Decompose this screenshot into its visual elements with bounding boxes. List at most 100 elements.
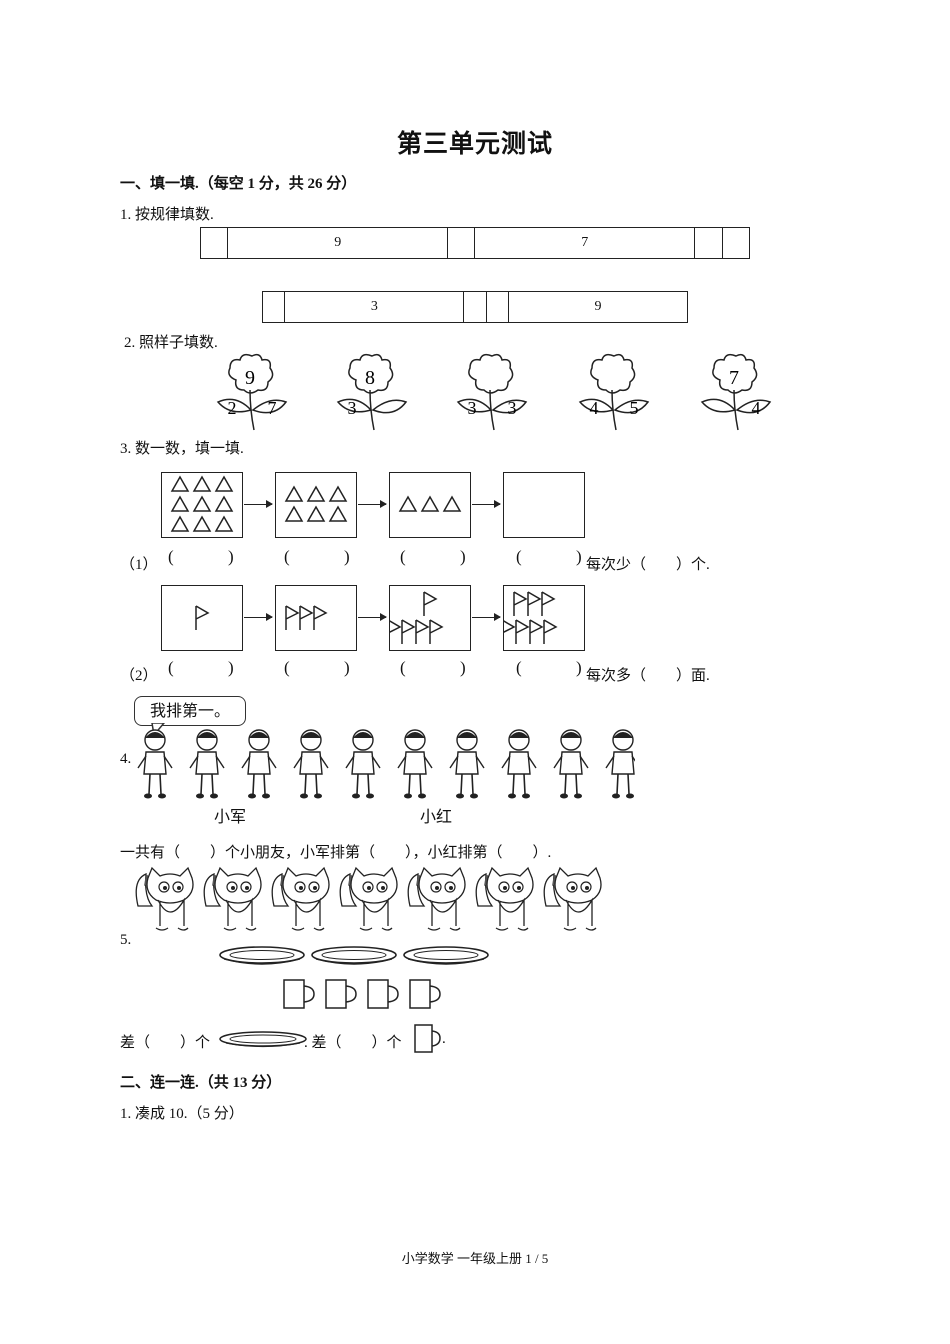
child-figure xyxy=(449,729,485,799)
plate-icon xyxy=(403,946,489,965)
q3-part1-label: （1） xyxy=(120,557,158,573)
triangle-icon xyxy=(306,505,326,522)
flower-right-number: 7 xyxy=(268,398,277,418)
cup-icon xyxy=(325,979,357,1009)
seq2-cell: 3 xyxy=(284,291,465,323)
triangle-icon xyxy=(170,515,190,532)
flower-top-number: 9 xyxy=(245,367,255,389)
name-xiaohong: 小红 xyxy=(420,807,453,826)
seq1-cell: 9 xyxy=(227,227,449,259)
child-figure xyxy=(501,729,537,799)
flag-icon xyxy=(313,605,328,630)
triangle-box-2 xyxy=(275,472,357,538)
section-1-heading: 一、填一填.（每空 1 分，共 26 分） xyxy=(120,176,357,192)
answer-paren-close: ) xyxy=(228,658,234,677)
triangle-icon xyxy=(284,505,304,522)
seq1-cell[interactable] xyxy=(721,227,750,259)
answer-paren-close: ) xyxy=(344,547,350,566)
answer-paren-open: ( xyxy=(284,658,290,677)
triangle-icon xyxy=(214,495,234,512)
answer-paren-open: ( xyxy=(516,547,522,566)
sequence-row-1: 9 7 xyxy=(199,227,750,259)
triangle-box-3 xyxy=(389,472,471,538)
seq1-cell[interactable] xyxy=(199,227,229,259)
arrow-icon xyxy=(244,500,273,508)
q4-label: 4. xyxy=(120,751,132,767)
section-2-heading: 二、连一连.（共 13 分） xyxy=(120,1075,282,1091)
plate-icon xyxy=(219,946,305,965)
q5-sentence-b: . 差（ ）个 xyxy=(304,1035,402,1051)
flag-icon xyxy=(299,605,314,630)
fox-icon xyxy=(407,866,466,931)
child-figure xyxy=(137,729,173,799)
flower-left-number: 4 xyxy=(590,398,599,418)
triangle-icon xyxy=(192,515,212,532)
fox-icon xyxy=(339,866,398,931)
flag-icon xyxy=(515,619,530,644)
triangle-icon xyxy=(420,495,440,512)
child-figure xyxy=(241,729,277,799)
child-figure xyxy=(189,729,225,799)
seq1-cell[interactable] xyxy=(694,227,723,259)
answer-paren-close: ) xyxy=(344,658,350,677)
flag-box-3 xyxy=(387,585,471,651)
arrow-icon xyxy=(358,500,387,508)
seq2-cell[interactable] xyxy=(261,291,286,323)
cup-icon xyxy=(367,979,399,1009)
triangle-icon xyxy=(192,495,212,512)
q3-part2-suffix: 每次多（ ）面. xyxy=(586,668,710,684)
fox-icon xyxy=(203,866,262,931)
flag-box-4 xyxy=(501,585,585,651)
flag-icon xyxy=(513,591,528,616)
fox-row xyxy=(135,866,602,931)
flag-box-2 xyxy=(275,585,357,651)
arrow-icon xyxy=(472,613,501,621)
flower-right-number: 4 xyxy=(752,398,761,418)
seq1-cell[interactable] xyxy=(447,227,476,259)
s2-q1-label: 1. 凑成 10.（5 分） xyxy=(120,1106,244,1122)
seq1-cell: 7 xyxy=(474,227,696,259)
answer-paren-open: ( xyxy=(400,658,406,677)
flag-icon xyxy=(541,591,556,616)
triangle-box-4 xyxy=(503,472,585,538)
seq2-cell[interactable] xyxy=(463,291,487,323)
q3-part2-label: （2） xyxy=(120,668,158,684)
q1-label: 1. 按规律填数. xyxy=(120,207,214,223)
name-xiaojun: 小军 xyxy=(214,807,247,826)
child-figure xyxy=(397,729,433,799)
triangle-box-1 xyxy=(161,472,243,538)
answer-paren-open: ( xyxy=(168,547,174,566)
q3-part1-suffix: 每次少（ ）个. xyxy=(586,557,710,573)
flower-top-number: 7 xyxy=(729,367,739,389)
flower-right-number: 3 xyxy=(508,398,517,418)
flag-icon xyxy=(285,605,300,630)
page-title: 第三单元测试 xyxy=(396,131,553,158)
q2-label: 2. 照样子填数. xyxy=(124,335,218,351)
children-row xyxy=(137,729,635,799)
flower-left-number: 3 xyxy=(468,398,477,418)
flag-icon xyxy=(401,619,416,644)
child-figure xyxy=(345,729,381,799)
flag-icon xyxy=(423,591,438,616)
answer-paren-open: ( xyxy=(400,547,406,566)
cup-icon xyxy=(283,979,315,1009)
q5-sentence-c: . xyxy=(442,1031,446,1047)
flag-box-1 xyxy=(161,585,243,651)
flag-icon xyxy=(501,619,516,644)
triangle-icon xyxy=(442,495,462,512)
seq2-cell[interactable] xyxy=(485,291,510,323)
flag-icon xyxy=(415,619,430,644)
answer-paren-open: ( xyxy=(168,658,174,677)
flower-5: 74 xyxy=(700,353,772,431)
child-figure xyxy=(605,729,635,799)
q4-sentence: 一共有（ ）个小朋友，小军排第（ ），小红排第（ ）. xyxy=(120,845,552,861)
fox-icon xyxy=(271,866,330,931)
sequence-row-2: 3 9 xyxy=(261,291,688,323)
answer-paren-close: ) xyxy=(576,547,582,566)
answer-paren-open: ( xyxy=(284,547,290,566)
flag-icon xyxy=(429,619,444,644)
plate-row xyxy=(219,946,489,965)
triangle-icon xyxy=(170,495,190,512)
